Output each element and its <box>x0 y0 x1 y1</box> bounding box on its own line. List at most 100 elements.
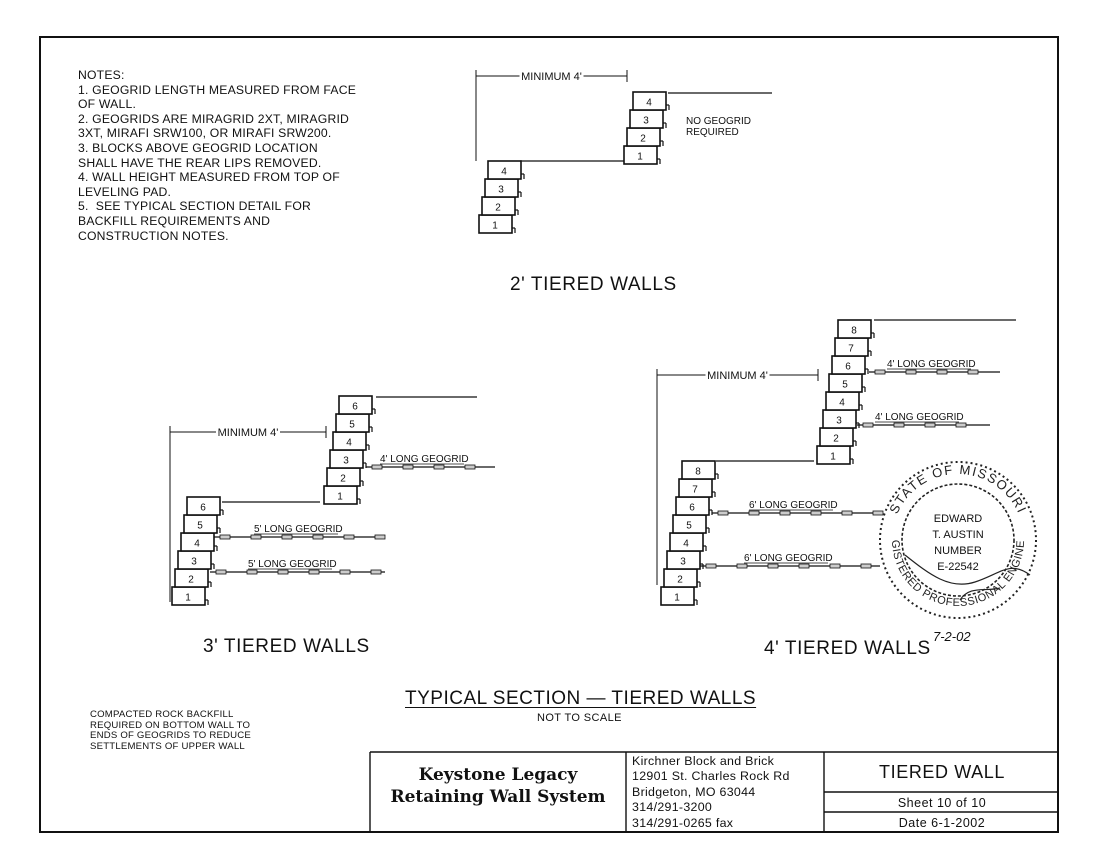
backfill-line: SETTLEMENTS OF UPPER WALL <box>90 740 245 752</box>
geogrid-marker <box>374 534 386 540</box>
geogrid-marker <box>433 464 445 470</box>
general-notes: NOTES:1. GEOGRID LENGTH MEASURED FROM FA… <box>78 68 356 243</box>
note-line: CONSTRUCTION NOTES. <box>78 228 229 243</box>
block-number: 1 <box>337 492 343 503</box>
geogrid-marker <box>862 422 874 428</box>
note-line: BACKFILL REQUIREMENTS AND <box>78 213 271 228</box>
block-number: 5 <box>686 521 692 532</box>
note-line: 1. GEOGRID LENGTH MEASURED FROM FACE <box>78 82 357 97</box>
geogrid-marker <box>872 510 884 516</box>
geogrid-label: 6' LONG GEOGRID <box>749 500 838 511</box>
dimension-label-bg <box>705 368 770 382</box>
geogrid-marker <box>219 534 231 540</box>
block-number: 2 <box>340 474 346 485</box>
geogrid-marker <box>936 369 948 375</box>
note-line: OF WALL. <box>78 97 137 112</box>
geogrid-marker <box>767 563 779 569</box>
block-number: 6 <box>352 402 358 413</box>
geogrid-marker <box>798 563 810 569</box>
block-number: 3 <box>191 557 197 568</box>
drawing-date: Date 6-1-2002 <box>898 816 986 830</box>
geogrid-label: 4' LONG GEOGRID <box>887 359 976 370</box>
sheet-number: Sheet 10 of 10 <box>897 796 987 810</box>
address-line: Bridgeton, MO 63044 <box>632 784 756 799</box>
block-number: 1 <box>637 152 643 163</box>
block-number: 3 <box>643 116 649 127</box>
geogrid-marker <box>308 569 320 575</box>
block-number: 2 <box>833 434 839 445</box>
wall-block <box>487 160 522 180</box>
seal-number-label: NUMBER <box>934 545 982 557</box>
block-number: 2 <box>677 575 683 586</box>
seal-name-line: T. AUSTIN <box>932 529 983 541</box>
wall-block <box>681 460 716 480</box>
geogrid-marker <box>810 510 822 516</box>
company-line-1: Keystone Legacy <box>418 765 578 785</box>
block-number: 8 <box>851 326 857 337</box>
address-line: 314/291-3200 <box>632 800 713 815</box>
geogrid-marker <box>339 569 351 575</box>
address-line: 314/291-0265 fax <box>632 815 734 830</box>
geogrid-marker <box>277 569 289 575</box>
geogrid-label: 4' LONG GEOGRID <box>380 454 469 465</box>
block-number: 1 <box>492 221 498 232</box>
dimension-label-bg <box>519 69 584 83</box>
backfill-line: REQUIRED ON BOTTOM WALL TO <box>90 719 251 731</box>
supplier-address: Kirchner Block and Brick 12901 St. Charl… <box>632 754 790 831</box>
block-number: 2 <box>495 203 501 214</box>
address-line: 12901 St. Charles Rock Rd <box>632 769 790 784</box>
block-number: 4 <box>194 539 200 550</box>
block-number: 4 <box>646 98 652 109</box>
geogrid-marker <box>717 510 729 516</box>
geogrid-marker <box>246 569 258 575</box>
dimension-label: MINIMUM 4' <box>521 71 582 83</box>
block-number: 3 <box>836 416 842 427</box>
wall-block <box>186 496 221 516</box>
block-number: 7 <box>692 485 698 496</box>
seal-outer-ring <box>879 461 1037 619</box>
block-number: 6 <box>845 362 851 373</box>
geogrid-marker <box>893 422 905 428</box>
block-number: 1 <box>830 452 836 463</box>
backfill-line: COMPACTED ROCK BACKFILL <box>90 709 234 720</box>
geogrid-label: 6' LONG GEOGRID <box>744 553 833 564</box>
geogrid-marker <box>312 534 324 540</box>
no-geogrid-label: REQUIRED <box>686 127 739 138</box>
geogrid-marker <box>464 464 476 470</box>
block-number: 4 <box>346 438 352 449</box>
block-number: 3 <box>498 185 504 196</box>
geogrid-marker <box>779 510 791 516</box>
block-number: 5 <box>842 380 848 391</box>
no-geogrid-label: NO GEOGRID <box>686 116 751 127</box>
geogrid-label: 4' LONG GEOGRID <box>875 412 964 423</box>
block-number: 2 <box>640 134 646 145</box>
block-number: 6 <box>200 503 206 514</box>
geogrid-label: 5' LONG GEOGRID <box>248 559 337 570</box>
note-line: 2. GEOGRIDS ARE MIRAGRID 2XT, MIRAGRID <box>78 111 350 126</box>
title-2ft-tiered-walls: 2' TIERED WALLS <box>510 274 677 295</box>
block-number: 4 <box>839 398 845 409</box>
title-4ft-tiered-walls: 4' TIERED WALLS <box>764 638 931 659</box>
company-line-2: Retaining Wall System <box>390 787 606 807</box>
backfill-line: ENDS OF GEOGRIDS TO REDUCE <box>90 730 252 742</box>
seal-inner-ring <box>901 483 1015 597</box>
geogrid-marker <box>924 422 936 428</box>
engineer-signature <box>904 554 1031 601</box>
dimension-label: MINIMUM 4' <box>707 370 768 382</box>
block-number: 4 <box>501 167 507 178</box>
geogrid-marker <box>370 569 382 575</box>
geogrid-marker <box>250 534 262 540</box>
drawing-title: TIERED WALL <box>879 762 1005 782</box>
seal-state-text: STATE OF MISSOURI <box>886 462 1030 516</box>
geogrid-marker <box>402 464 414 470</box>
geogrid-marker <box>905 369 917 375</box>
wall-block <box>837 319 872 339</box>
geogrid-marker <box>841 510 853 516</box>
geogrid-marker <box>748 510 760 516</box>
block-number: 4 <box>683 539 689 550</box>
block-number: 7 <box>848 344 854 355</box>
geogrid-marker <box>343 534 355 540</box>
block-number: 5 <box>349 420 355 431</box>
